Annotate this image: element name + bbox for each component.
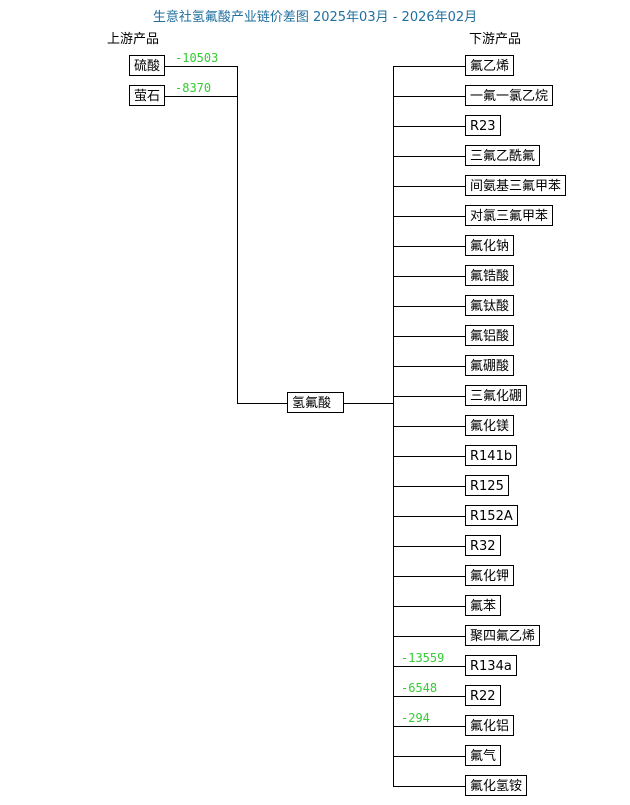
downstream-line bbox=[393, 216, 465, 217]
price-diff: -294 bbox=[401, 711, 430, 725]
upstream-product[interactable]: 硫酸 bbox=[129, 55, 166, 76]
downstream-product[interactable]: R32 bbox=[465, 535, 501, 556]
downstream-line bbox=[393, 66, 465, 67]
downstream-product[interactable]: 氟钛酸 bbox=[465, 295, 515, 316]
downstream-line bbox=[393, 576, 465, 577]
downstream-line bbox=[393, 756, 465, 757]
downstream-line bbox=[393, 546, 465, 547]
downstream-line bbox=[393, 186, 465, 187]
downstream-product[interactable]: 氟铝酸 bbox=[465, 325, 515, 346]
downstream-product[interactable]: 氟锆酸 bbox=[465, 265, 515, 286]
downstream-line bbox=[393, 786, 465, 787]
downstream-product[interactable]: R134a bbox=[465, 655, 517, 676]
downstream-line bbox=[393, 366, 465, 367]
downstream-line bbox=[393, 636, 465, 637]
upstream-label: 上游产品 bbox=[107, 32, 160, 47]
downstream-product[interactable]: 三氟乙酰氟 bbox=[465, 145, 541, 166]
price-diff: -6548 bbox=[401, 681, 438, 695]
downstream-product[interactable]: R22 bbox=[465, 685, 501, 706]
downstream-product[interactable]: R141b bbox=[465, 445, 518, 466]
downstream-product[interactable]: 氟乙烯 bbox=[465, 55, 515, 76]
center-product[interactable]: 氢氟酸 bbox=[287, 392, 344, 413]
downstream-product[interactable]: 氟化钠 bbox=[465, 235, 515, 256]
downstream-line bbox=[393, 606, 465, 607]
downstream-line bbox=[393, 276, 465, 277]
downstream-line bbox=[393, 246, 465, 247]
downstream-product[interactable]: 聚四氟乙烯 bbox=[465, 625, 541, 646]
downstream-product[interactable]: 氟化铝 bbox=[465, 715, 515, 736]
downstream-line bbox=[393, 516, 465, 517]
downstream-product[interactable]: 对氯三氟甲苯 bbox=[465, 205, 554, 226]
downstream-product[interactable]: 氟化钾 bbox=[465, 565, 515, 586]
price-diff: -8370 bbox=[175, 81, 212, 95]
downstream-line bbox=[393, 336, 465, 337]
downstream-product[interactable]: 氟化镁 bbox=[465, 415, 515, 436]
upstream-line bbox=[165, 96, 237, 97]
chart-title: 生意社氢氟酸产业链价差图 2025年03月 - 2026年02月 bbox=[152, 10, 478, 25]
downstream-product[interactable]: R125 bbox=[465, 475, 509, 496]
downstream-product[interactable]: 氟苯 bbox=[465, 595, 502, 616]
upstream-product[interactable]: 萤石 bbox=[129, 85, 166, 106]
downstream-label: 下游产品 bbox=[469, 32, 522, 47]
downstream-line bbox=[393, 306, 465, 307]
downstream-product[interactable]: 氟硼酸 bbox=[465, 355, 515, 376]
upstream-link bbox=[237, 403, 287, 404]
downstream-line bbox=[393, 456, 465, 457]
downstream-product[interactable]: 氟气 bbox=[465, 745, 502, 766]
downstream-link bbox=[343, 403, 393, 404]
downstream-product[interactable]: 一氟一氯乙烷 bbox=[465, 85, 554, 106]
price-diff: -13559 bbox=[401, 651, 445, 665]
upstream-line bbox=[165, 66, 237, 67]
downstream-product[interactable]: 间氨基三氟甲苯 bbox=[465, 175, 567, 196]
price-diff: -10503 bbox=[175, 51, 219, 65]
upstream-connector bbox=[237, 66, 238, 404]
downstream-line bbox=[393, 696, 465, 697]
downstream-line bbox=[393, 396, 465, 397]
downstream-line bbox=[393, 726, 465, 727]
downstream-product[interactable]: 氟化氢铵 bbox=[465, 775, 528, 796]
downstream-product[interactable]: R23 bbox=[465, 115, 501, 136]
downstream-line bbox=[393, 126, 465, 127]
downstream-line bbox=[393, 486, 465, 487]
downstream-line bbox=[393, 666, 465, 667]
downstream-product[interactable]: 三氟化硼 bbox=[465, 385, 528, 406]
downstream-line bbox=[393, 426, 465, 427]
downstream-line bbox=[393, 96, 465, 97]
downstream-line bbox=[393, 156, 465, 157]
downstream-product[interactable]: R152A bbox=[465, 505, 518, 526]
